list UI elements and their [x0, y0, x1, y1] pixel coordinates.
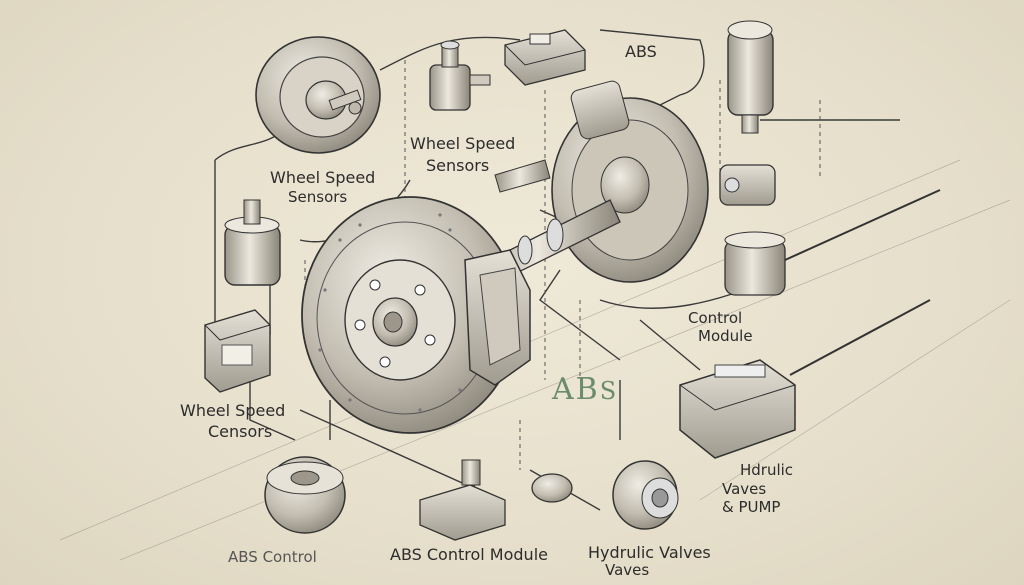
label-wheel-speed-sensors-left-2: Sensors — [288, 188, 348, 206]
label-hydraulic-bottom-2: Vaves — [605, 561, 650, 579]
label-hydraulic-bottom-1: Hydrulic Valves — [588, 543, 711, 562]
label-abs-control-module-bottom: ABS Control Module — [390, 545, 548, 564]
label-wheel-speed-sensors-lower-1: Wheel Speed — [180, 401, 286, 420]
top-rotor-sensor — [255, 36, 381, 154]
label-control-module-1: Control — [688, 309, 743, 327]
label-abs-top: ABS — [625, 42, 657, 61]
bottom-valve-assembly — [419, 459, 506, 541]
label-hydraulic-right-1: Hdrulic — [740, 461, 794, 479]
main-brake-rotor — [301, 196, 519, 434]
top-small-sensor — [429, 40, 491, 111]
label-abs-center: ABS — [552, 372, 619, 407]
top-valve-block — [504, 29, 586, 86]
bottom-pump-motor — [612, 460, 679, 530]
label-wheel-speed-sensors-top-2: Sensors — [426, 156, 490, 175]
label-wheel-speed-sensors-left-1: Wheel Speed — [270, 168, 376, 187]
rear-hub-assembly — [551, 80, 709, 283]
hydraulic-pump-box — [679, 299, 931, 459]
right-control-unit — [724, 189, 941, 296]
right-sensor-unit — [719, 164, 776, 206]
left-sensor-box — [204, 309, 271, 393]
left-sensor-cylinder — [224, 199, 281, 286]
brake-caliper — [464, 249, 531, 386]
label-wheel-speed-sensors-top-1: Wheel Speed — [410, 134, 516, 153]
bottom-left-hub — [264, 456, 346, 534]
label-control-module-2: Module — [698, 327, 753, 345]
top-right-reservoir — [727, 20, 774, 134]
label-hydraulic-right-3: & PUMP — [722, 498, 781, 516]
bottom-fitting — [531, 473, 573, 503]
label-hydraulic-right-2: Vaves — [722, 480, 767, 498]
label-abs-control-bottom-left: ABS Control — [228, 548, 317, 566]
label-wheel-speed-sensors-lower-2: Censors — [208, 422, 273, 441]
background-guide-lines — [59, 159, 1011, 561]
